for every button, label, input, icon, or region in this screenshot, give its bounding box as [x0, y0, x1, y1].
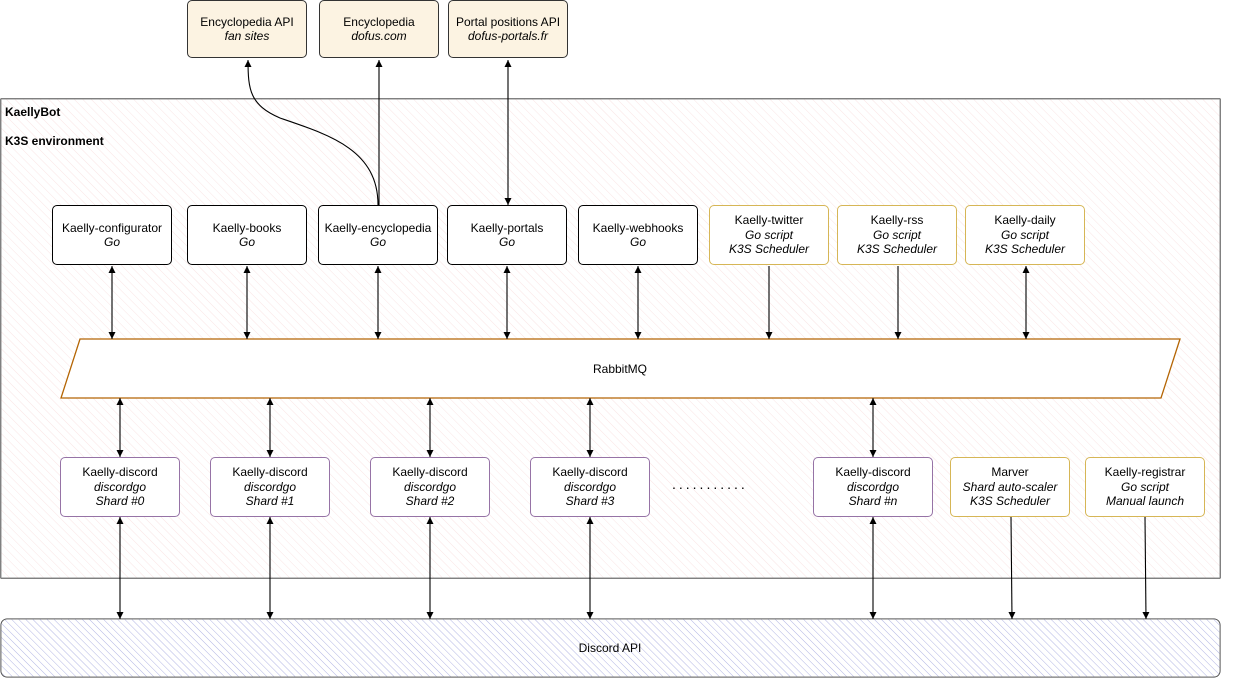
shard-ellipsis: ........... — [672, 476, 748, 492]
node-sub: Shard #1 — [245, 494, 295, 509]
shard-0: Kaelly-discord discordgo Shard #0 — [60, 457, 180, 517]
shard-3: Kaelly-discord discordgo Shard #3 — [530, 457, 650, 517]
edge-marver-discord — [1008, 516, 1016, 620]
node-sub: Shard #2 — [405, 494, 455, 509]
shard-1: Kaelly-discord discordgo Shard #1 — [210, 457, 330, 517]
rabbitmq-bus — [60, 338, 1181, 399]
edge-registrar-discord — [1142, 516, 1150, 620]
external-api-portal-positions: Portal positions API dofus-portals.fr — [448, 0, 568, 58]
node-sub: discordgo — [243, 479, 297, 494]
node-sub: Manual launch — [1105, 494, 1185, 509]
node-sub: discordgo — [403, 479, 457, 494]
node-sub: K3S Scheduler — [728, 242, 810, 257]
node-title: Kaelly-registrar — [1104, 465, 1186, 480]
node-sub: Go — [629, 235, 646, 249]
node-sub: discordgo — [563, 479, 617, 494]
shard-n: Kaelly-discord discordgo Shard #n — [813, 457, 933, 517]
node-title: Kaelly-discord — [552, 465, 628, 480]
node-title: Kaelly-discord — [835, 465, 911, 480]
node-sub: Go script — [1000, 227, 1049, 242]
external-api-encyclopedia-dofus: Encyclopedia dofus.com — [319, 0, 439, 58]
node-title: Kaelly-discord — [232, 465, 308, 480]
node-title: Kaelly-discord — [82, 465, 158, 480]
discord-api-bar — [0, 618, 1221, 678]
environment-subtitle: K3S environment — [5, 134, 104, 148]
service-kaelly-encyclopedia: Kaelly-encyclopedia Go — [318, 205, 438, 265]
node-sub: Go — [369, 235, 386, 249]
service-kaelly-twitter: Kaelly-twitter Go script K3S Scheduler — [709, 205, 829, 265]
node-sub: Go script — [1120, 479, 1169, 494]
node-title: Kaelly-configurator — [61, 220, 163, 235]
service-kaelly-configurator: Kaelly-configurator Go — [52, 205, 172, 265]
node-title: Marver — [991, 465, 1029, 480]
node-title: Kaelly-encyclopedia — [324, 220, 432, 235]
tool-marver: Marver Shard auto-scaler K3S Scheduler — [950, 457, 1070, 517]
rabbitmq-label: RabbitMQ — [592, 362, 648, 376]
edge-encyclopedia-to-fansites — [244, 59, 379, 206]
node-title: Kaelly-webhooks — [592, 220, 684, 235]
node-sub: fan sites — [224, 29, 270, 43]
node-sub: Shard #n — [848, 494, 898, 509]
node-title: Encyclopedia — [343, 14, 415, 29]
shard-2: Kaelly-discord discordgo Shard #2 — [370, 457, 490, 517]
node-sub: Shard #0 — [95, 494, 145, 509]
node-sub: K3S Scheduler — [856, 242, 938, 257]
node-sub: Shard auto-scaler — [962, 479, 1058, 494]
node-title: Kaelly-books — [212, 220, 282, 235]
node-sub: dofus-portals.fr — [467, 29, 549, 43]
node-title: Kaelly-discord — [392, 465, 468, 480]
node-sub: K3S Scheduler — [969, 494, 1051, 509]
service-kaelly-daily: Kaelly-daily Go script K3S Scheduler — [965, 205, 1085, 265]
node-sub: Go — [238, 235, 255, 249]
external-api-encyclopedia-fansites: Encyclopedia API fan sites — [187, 0, 307, 58]
service-kaelly-portals: Kaelly-portals Go — [447, 205, 567, 265]
node-title: Encyclopedia API — [200, 14, 294, 29]
service-kaelly-books: Kaelly-books Go — [187, 205, 307, 265]
tool-kaelly-registrar: Kaelly-registrar Go script Manual launch — [1085, 457, 1205, 517]
node-title: Portal positions API — [455, 14, 561, 29]
node-sub: discordgo — [93, 479, 147, 494]
node-sub: discordgo — [846, 479, 900, 494]
node-title: Kaelly-daily — [994, 213, 1056, 228]
node-sub: Go script — [872, 227, 921, 242]
node-sub: K3S Scheduler — [984, 242, 1066, 257]
discord-api-label: Discord API — [578, 641, 642, 655]
node-sub: Go — [103, 235, 120, 249]
node-title: Kaelly-portals — [470, 220, 544, 235]
environment-title: KaellyBot — [5, 105, 61, 119]
node-sub: Go — [498, 235, 515, 249]
node-sub: Shard #3 — [565, 494, 615, 509]
node-title: Kaelly-twitter — [734, 213, 804, 228]
service-kaelly-rss: Kaelly-rss Go script K3S Scheduler — [837, 205, 957, 265]
node-sub: dofus.com — [351, 29, 407, 43]
node-sub: Go script — [744, 227, 793, 242]
node-title: Kaelly-rss — [870, 213, 924, 228]
service-kaelly-webhooks: Kaelly-webhooks Go — [578, 205, 698, 265]
